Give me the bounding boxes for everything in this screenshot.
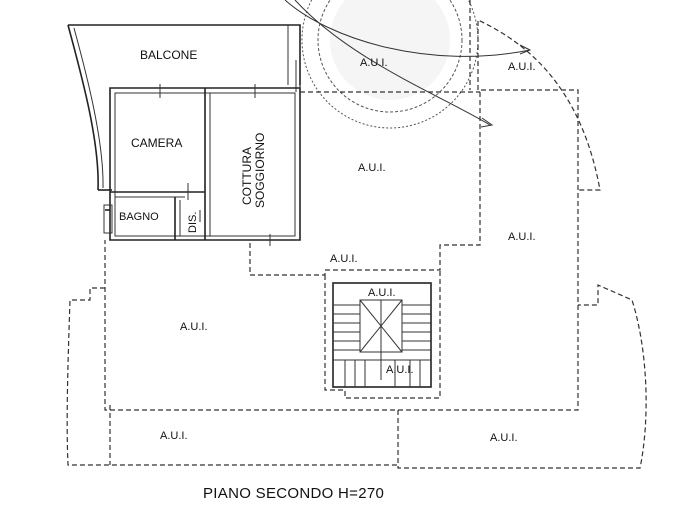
aui-label: A.U.I. <box>508 231 536 243</box>
aui-label: A.U.I. <box>490 432 518 444</box>
aui-label: A.U.I. <box>330 253 358 265</box>
stamp-seal <box>284 0 532 129</box>
room-label-bagno: BAGNO <box>119 211 159 223</box>
room-label-balcone: BALCONE <box>140 48 197 62</box>
aui-label: A.U.I. <box>368 287 396 299</box>
aui-label: A.U.I. <box>358 162 386 174</box>
plan-caption: PIANO SECONDO H=270 <box>203 485 384 502</box>
room-label-dis: DIS. <box>187 212 199 233</box>
room-label-soggiorno: SOGGIORNO <box>253 133 267 208</box>
aui-label: A.U.I. <box>180 321 208 333</box>
room-label-cottura: COTTURA <box>240 147 254 205</box>
aui-label: A.U.I. <box>386 364 414 376</box>
balcone-area <box>67 24 301 191</box>
aui-label: A.U.I. <box>160 430 188 442</box>
aui-label: A.U.I. <box>508 61 536 73</box>
aui-boundaries <box>66 0 647 469</box>
room-label-camera: CAMERA <box>131 136 182 150</box>
stairwell <box>332 282 432 388</box>
apartment-walls <box>103 84 301 246</box>
aui-label: A.U.I. <box>360 57 388 69</box>
